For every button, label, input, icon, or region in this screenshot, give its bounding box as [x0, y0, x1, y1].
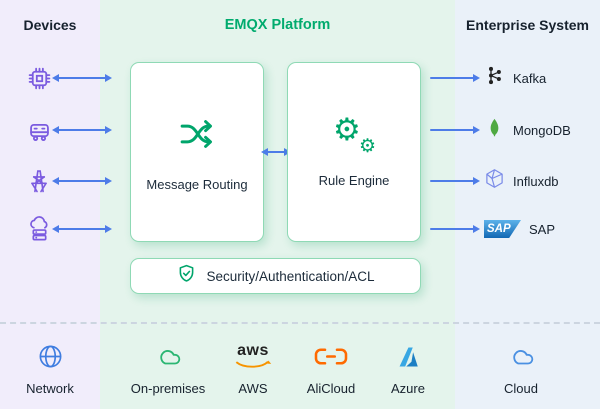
bidirectional-arrow	[58, 77, 106, 79]
cloud-outline-blue-icon	[506, 340, 537, 373]
enterprise-item-label: MongoDB	[513, 122, 571, 138]
message-routing-box: Message Routing	[130, 62, 264, 242]
dashed-divider	[0, 322, 600, 324]
enterprise-item-influxdb: Influxdb	[484, 169, 559, 193]
deployment-item-alicloud: AliCloud	[293, 337, 369, 396]
bidirectional-arrow	[58, 180, 106, 182]
devices-title: Devices	[23, 17, 77, 33]
deployment-item-onpremises: On-premises	[122, 337, 214, 396]
deployment-item-label: AliCloud	[306, 381, 356, 396]
enterprise-item-mongodb: MongoDB	[484, 118, 571, 142]
influxdb-icon	[484, 168, 505, 194]
deployment-item-network: Network	[8, 337, 92, 396]
right-arrow	[430, 77, 474, 79]
kafka-icon	[484, 65, 505, 91]
vehicle-icon	[24, 115, 54, 145]
rule-engine-box: ⚙⚙ Rule Engine	[287, 62, 421, 242]
enterprise-item-kafka: Kafka	[484, 66, 546, 90]
deployment-item-aws: aws AWS	[216, 337, 290, 396]
deployment-item-azure: Azure	[371, 337, 445, 396]
deployment-item-label: AWS	[238, 381, 268, 396]
enterprise-panel	[455, 0, 600, 409]
deployment-item-label: Network	[26, 381, 74, 396]
shield-check-icon	[176, 263, 197, 289]
deployment-item-cloud: Cloud	[481, 337, 561, 396]
sap-logo: SAP	[484, 220, 521, 238]
mongodb-leaf-icon	[484, 117, 505, 143]
deployment-item-label: Cloud	[504, 381, 538, 396]
deployment-item-label: Azure	[391, 381, 425, 396]
bidirectional-arrow	[58, 129, 106, 131]
azure-logo	[395, 340, 421, 373]
bidirectional-arrow	[267, 151, 285, 153]
devices-panel	[0, 0, 100, 409]
right-arrow	[430, 129, 474, 131]
enterprise-item-sap: SAP SAP	[484, 217, 555, 241]
bidirectional-arrow	[58, 228, 106, 230]
shuffle-icon	[176, 113, 218, 160]
right-arrow	[430, 180, 474, 182]
security-label: Security/Authentication/ACL	[206, 268, 375, 284]
security-box: Security/Authentication/ACL	[130, 258, 421, 294]
right-arrow	[430, 228, 474, 230]
globe-icon	[37, 340, 64, 373]
power-tower-icon	[24, 166, 54, 196]
gears-icon: ⚙⚙	[333, 112, 376, 157]
alicloud-logo	[313, 340, 349, 373]
aws-logo: aws	[234, 340, 272, 373]
platform-title: EMQX Platform	[224, 17, 331, 33]
enterprise-item-label: Kafka	[513, 70, 547, 86]
enterprise-title: Enterprise System	[466, 17, 589, 33]
cloud-server-icon	[24, 214, 54, 244]
deployment-item-label: On-premises	[130, 381, 206, 396]
enterprise-item-label: Influxdb	[513, 173, 559, 189]
message-routing-label: Message Routing	[146, 176, 248, 192]
cloud-outline-green-icon	[153, 340, 184, 373]
rule-engine-label: Rule Engine	[318, 173, 390, 188]
chip-icon	[24, 63, 54, 93]
enterprise-item-label: SAP	[529, 221, 556, 237]
